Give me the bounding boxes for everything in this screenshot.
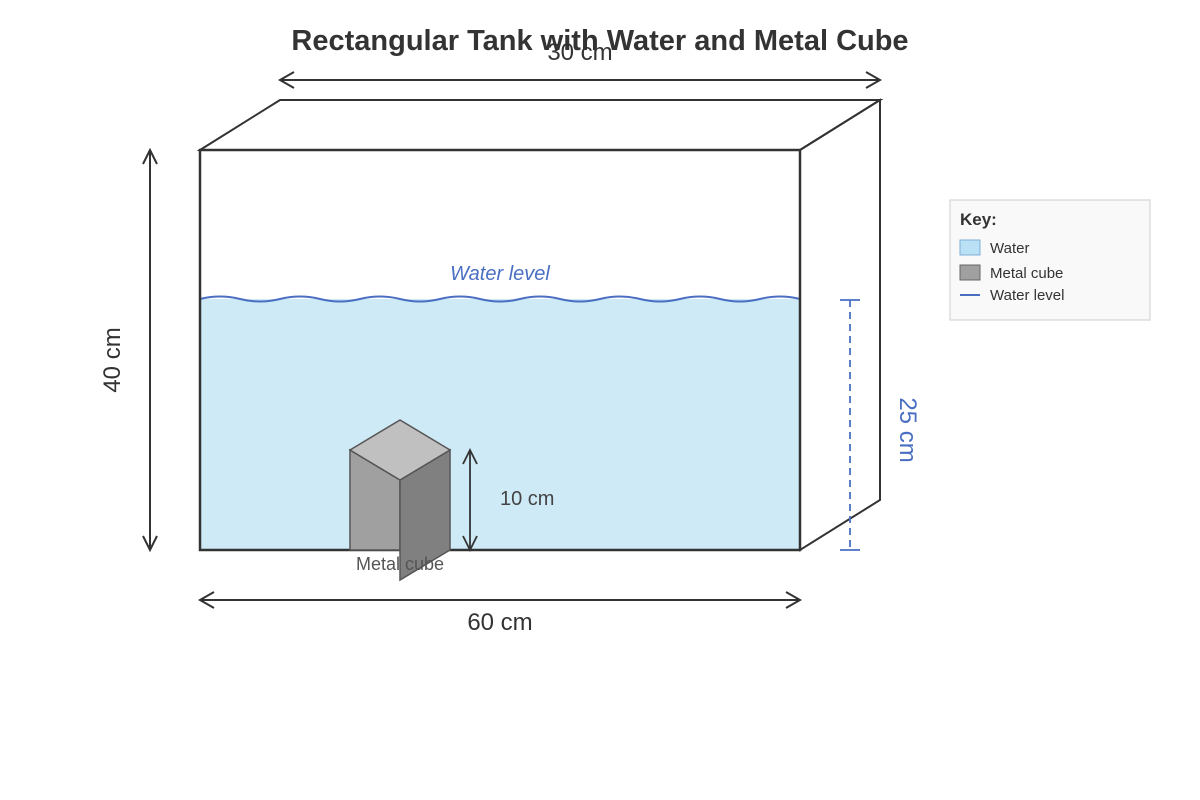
length-label: 60 cm <box>467 609 532 636</box>
legend-swatch-water <box>959 239 981 256</box>
legend-box <box>949 199 1151 321</box>
tank-outline <box>196 98 884 552</box>
metal-cube-label: Metal cube <box>356 554 444 574</box>
height-label: 40 cm <box>99 327 126 392</box>
length-dimension-arrow <box>197 591 803 609</box>
water-level-label: Water level <box>450 263 550 285</box>
legend-swatch-metal-cube <box>959 264 981 281</box>
cube-side-label: 10 cm <box>500 488 554 510</box>
cube-top-face <box>348 419 452 481</box>
depth-dimension-arrow <box>277 71 883 89</box>
diagram-title: Rectangular Tank with Water and Metal Cu… <box>291 25 908 57</box>
depth-label: 30 cm <box>547 39 612 66</box>
legend-item-metal-cube: Metal cube <box>990 265 1063 282</box>
legend-item-water: Water <box>990 240 1029 257</box>
legend-title: Key: <box>960 210 997 229</box>
metal-cube <box>348 419 452 582</box>
height-dimension-arrow <box>142 147 158 553</box>
water-height-dimension <box>840 299 860 551</box>
water-body <box>200 299 800 550</box>
cube-height-arrow <box>462 447 478 553</box>
legend-item-water-level: Water level <box>990 287 1064 304</box>
water-surface-line <box>199 295 801 303</box>
water-height-label: 25 cm <box>894 397 921 462</box>
legend: Key: Water Metal cube Water level <box>949 199 1151 321</box>
